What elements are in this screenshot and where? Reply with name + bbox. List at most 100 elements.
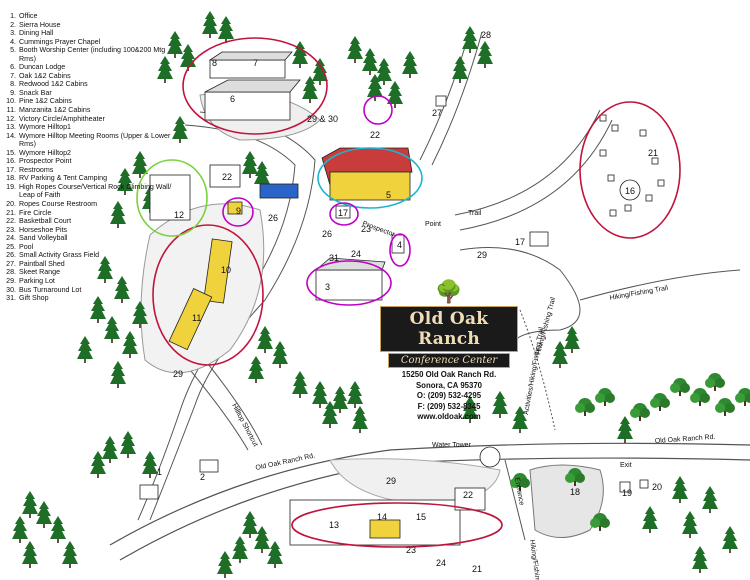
circle-chapel (389, 233, 411, 267)
circle-amphitheater (136, 159, 208, 237)
logo-name: Old Oak Ranch (380, 306, 518, 352)
paintball-shed (435, 95, 447, 107)
legend-item: 10.Pine 1&2 Cabins (4, 97, 179, 106)
legend-item: 25.Pool (4, 243, 179, 252)
legend-item-label: Paintball Shed (19, 259, 65, 268)
map-num-21-south: 21 (472, 564, 482, 574)
legend-item-label: Wymore Hilltop2 (19, 148, 71, 157)
legend-item-number: 1. (10, 12, 16, 20)
map-num-14: 14 (377, 512, 387, 522)
legend-item-label: Pool (19, 242, 34, 251)
legend-item-label: Ropes Course Restroom (19, 200, 98, 209)
map-num-17-upper: 17 (338, 208, 348, 218)
map-num-31: 31 (329, 253, 339, 263)
circle-pine-manzanita (152, 224, 264, 366)
circle-snack-bar (222, 197, 254, 227)
pool (259, 183, 299, 199)
circle-booth (317, 147, 423, 209)
road-prospector (454, 109, 601, 216)
map-num-7: 7 (253, 58, 258, 68)
building-oak-cabins (209, 59, 286, 79)
legend-item-number: 14. (6, 131, 16, 140)
map-num-23-lower: 23 (406, 545, 416, 555)
label-trail: Trail (468, 210, 482, 217)
map-num-22-west: 22 (222, 172, 232, 182)
road-prospector-2 (459, 119, 613, 231)
map-num-24-upper: 24 (351, 249, 361, 259)
legend-item: 17.Restrooms (4, 166, 179, 175)
legend-item-label: RV Parking & Tent Camping (19, 174, 108, 183)
legend-item-number: 13. (6, 123, 16, 132)
legend-item-number: 25. (6, 242, 16, 251)
map-num-27: 27 (432, 108, 442, 118)
map-num-29-west: 29 (173, 369, 183, 379)
legend-item-number: 26. (6, 251, 16, 260)
label-hiking-fishing-trail-top: Hiking/Fishing Trail (609, 285, 669, 302)
address-street: 15250 Old Oak Ranch Rd. (401, 370, 497, 379)
address-fax: F: (209) 532-8345 (417, 401, 481, 411)
legend-item-label: Sand Volleyball (19, 234, 68, 243)
legend-item-label: Office (19, 12, 38, 20)
address-city: Sonora, CA 95370 (415, 380, 482, 390)
building-sierra-house (199, 459, 219, 473)
legend-item: 23.Horseshoe Pits (4, 226, 179, 235)
legend-item-label: Redwood 1&2 Cabins (19, 80, 88, 89)
legend-item: 5.Booth Worship Center (including 100&20… (4, 46, 179, 63)
legend-item-number: 7. (10, 71, 16, 80)
legend-item-number: 5. (10, 46, 16, 55)
label-exit: Exit (620, 462, 632, 469)
label-old-oak-ranch-rd-right: Old Oak Ranch Rd. (655, 434, 716, 445)
map-num-4: 4 (397, 240, 402, 250)
address-web[interactable]: www.oldoak.com (417, 412, 481, 421)
map-num-19: 19 (622, 488, 632, 498)
circle-duncan-oak (182, 37, 328, 135)
legend-item-number: 10. (6, 97, 16, 106)
legend-item-label: Pine 1&2 Cabins (19, 97, 72, 106)
label-entrance: Entrance (513, 477, 525, 506)
legend-item: 16.Prospector Point (4, 157, 179, 166)
legend-item-label: Oak 1&2 Cabins (19, 71, 71, 80)
map-num-18: 18 (570, 487, 580, 497)
legend-item-label: Gift Shop (19, 294, 49, 303)
legend-item: 14.Wymore Hilltop Meeting Rooms (Upper &… (4, 132, 179, 149)
logo: 🌳 Old Oak Ranch Conference Center (380, 280, 518, 370)
circle-dining-hall (306, 260, 392, 306)
map-num-6: 6 (230, 94, 235, 104)
road-activities-trail (519, 309, 556, 431)
building-dining-hall (315, 269, 383, 301)
legend-item-number: 29. (6, 276, 16, 285)
map-num-3: 3 (325, 282, 330, 292)
legend-item-number: 8. (10, 80, 16, 89)
legend-item-label: Bus Turnaround Lot (19, 285, 82, 294)
building-restrooms-upper (335, 205, 351, 219)
legend-item: 3.Dining Hall (4, 29, 179, 38)
road-lower-loop (459, 247, 581, 346)
legend-item-label: Snack Bar (19, 88, 52, 97)
legend-item-number: 27. (6, 259, 16, 268)
legend-item: 12.Victory Circle/Amphitheater (4, 115, 179, 124)
legend-item-number: 6. (10, 63, 16, 72)
map-num-1: 1 (157, 467, 162, 477)
map-num-20: 20 (652, 482, 662, 492)
label-hilltop-shortcut: Hilltop Shortcut (230, 403, 258, 448)
legend-item: 8.Redwood 1&2 Cabins (4, 80, 179, 89)
legend-item-label: Wymore Hilltop1 (19, 123, 71, 132)
legend-item-number: 2. (10, 20, 16, 29)
label-water-tower: Water Tower (432, 442, 472, 449)
circle-wymore (291, 502, 503, 548)
legend-item: 6.Duncan Lodge (4, 63, 179, 72)
building-ropes-restroom (639, 479, 649, 489)
legend-item-number: 24. (6, 234, 16, 243)
highlight-circles (136, 37, 681, 548)
legend-item: 24.Sand Volleyball (4, 234, 179, 243)
road-rv-lot (529, 464, 604, 538)
map-num-15: 15 (416, 512, 426, 522)
legend-item: 29.Parking Lot (4, 277, 179, 286)
legend-item-label: Duncan Lodge (19, 63, 66, 72)
legend-item-number: 23. (6, 225, 16, 234)
legend-item: 1.Office (4, 12, 179, 21)
building-restrooms-east (529, 231, 549, 247)
legend-item: 11.Manzanita 1&2 Cabins (4, 106, 179, 115)
legend-item-label: Manzanita 1&2 Cabins (19, 106, 91, 115)
